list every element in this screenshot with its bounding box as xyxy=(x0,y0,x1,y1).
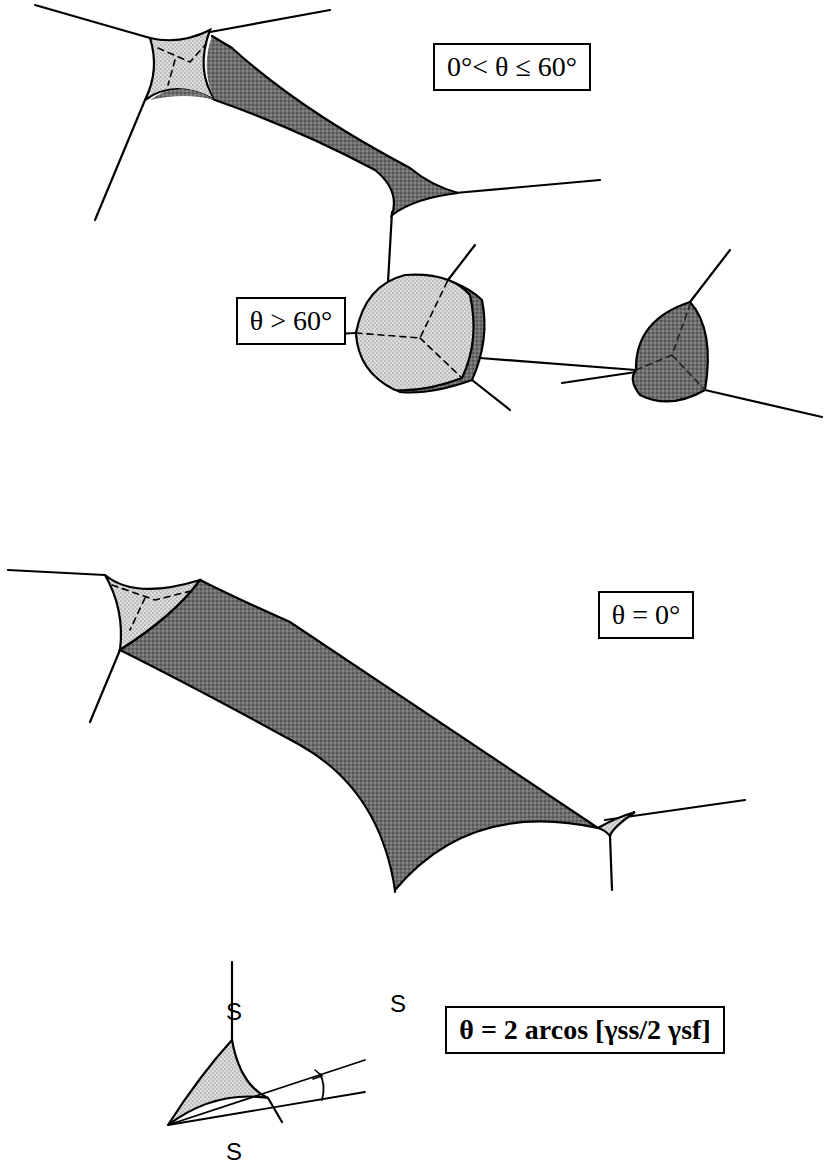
label-box: θ > 60° xyxy=(236,297,346,345)
angle-label: θ = 0° xyxy=(612,598,680,632)
solid-phase-label: S xyxy=(390,992,406,1016)
solid-phase-label: S xyxy=(226,1000,242,1024)
solid-phase-label: S xyxy=(226,1140,242,1164)
label-box: θ = 0° xyxy=(598,591,694,639)
label-box: 0°< θ ≤ 60° xyxy=(433,43,591,91)
angle-label: θ > 60° xyxy=(250,304,332,338)
angle-label: 0°< θ ≤ 60° xyxy=(447,50,577,84)
angle-label: θ = 2 arcos [γss/2 γsf] xyxy=(459,1013,710,1047)
label-box: θ = 2 arcos [γss/2 γsf] xyxy=(445,1006,724,1054)
